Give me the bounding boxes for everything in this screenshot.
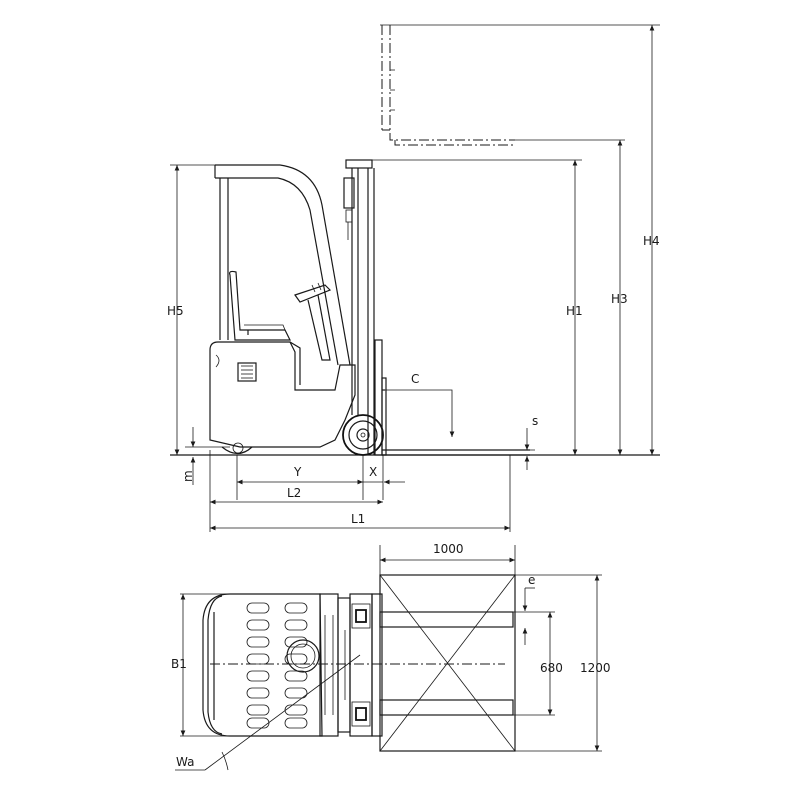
label-680: 680 — [540, 661, 563, 675]
label-Wa: Wa — [176, 755, 194, 769]
label-1200: 1200 — [580, 661, 611, 675]
pallet-outline — [379, 574, 516, 752]
mast — [343, 159, 375, 455]
side-view: H4 H3 H1 H5 C s m Y X L2 L1 — [167, 24, 660, 532]
side-dimensions — [170, 24, 660, 532]
operator-seat — [229, 270, 291, 341]
truck-body-top — [202, 593, 323, 737]
label-X: X — [369, 465, 377, 479]
label-1000: 1000 — [433, 542, 464, 556]
label-L1: L1 — [351, 512, 365, 526]
front-wheel — [342, 414, 384, 456]
label-Y: Y — [293, 465, 302, 479]
steering-wheel-top — [286, 639, 320, 673]
carriage-fork — [374, 339, 530, 456]
top-view: 1000 1200 680 e B1 Wa — [171, 542, 611, 771]
label-H1: H1 — [566, 304, 583, 318]
label-H3: H3 — [611, 292, 628, 306]
overhead-guard — [214, 164, 351, 366]
label-H4: H4 — [643, 234, 660, 248]
truck-body — [209, 341, 356, 448]
rear-wheel — [221, 442, 253, 455]
raised-fork-outline — [381, 25, 515, 146]
label-s: s — [532, 414, 538, 428]
label-e: e — [528, 573, 535, 587]
top-labels: 1000 1200 680 e B1 Wa — [171, 542, 611, 769]
forks-top — [379, 611, 514, 716]
label-m: m — [181, 470, 195, 482]
label-L2: L2 — [287, 486, 301, 500]
label-C: C — [411, 372, 419, 386]
label-H5: H5 — [167, 304, 184, 318]
mast-top — [319, 593, 383, 737]
label-B1: B1 — [171, 657, 187, 671]
turning-radius-wa — [175, 654, 361, 771]
battery-cells — [246, 602, 308, 729]
side-labels: H4 H3 H1 H5 C s m Y X L2 L1 — [167, 234, 660, 526]
top-dimensions — [180, 545, 602, 752]
steering-column — [294, 282, 332, 361]
